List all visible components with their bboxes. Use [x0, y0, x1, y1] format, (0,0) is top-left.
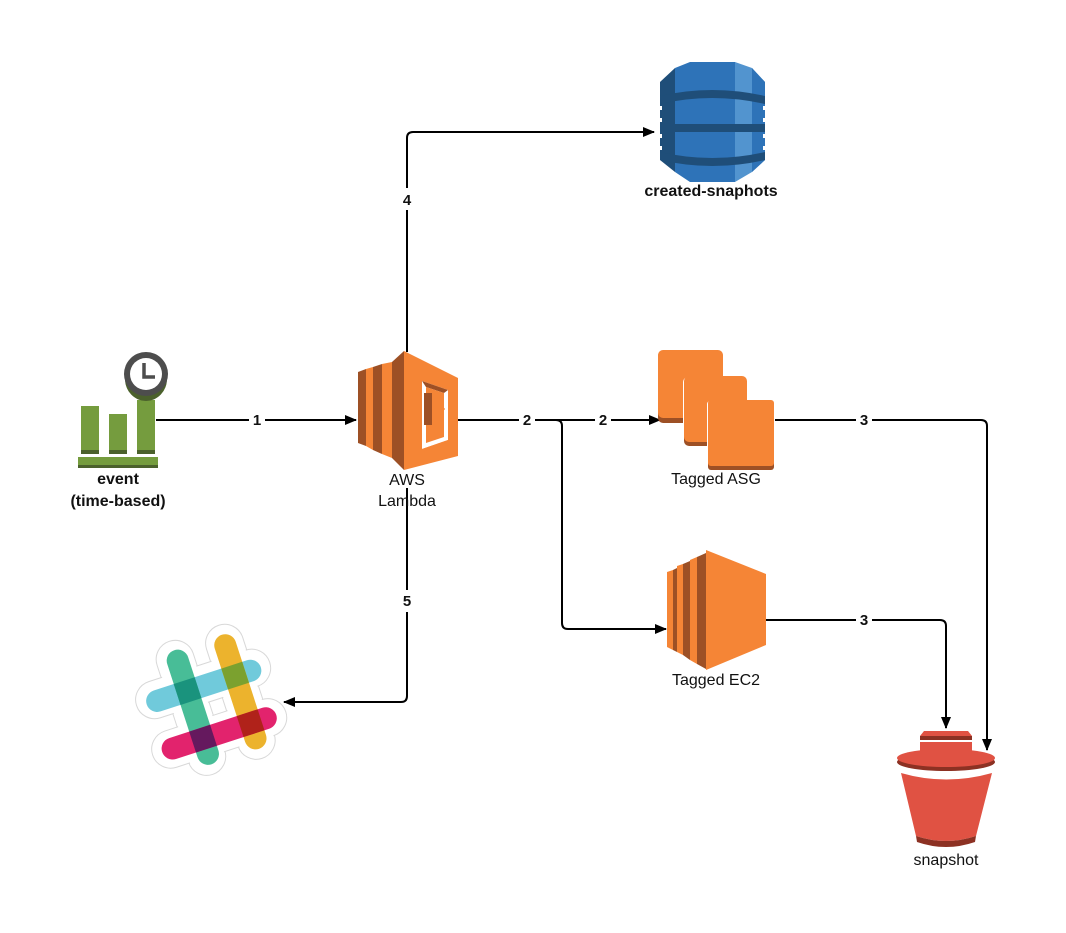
edge-lambda-to-dynamodb	[406, 127, 655, 352]
clock-icon	[124, 352, 168, 401]
dynamodb-table-icon[interactable]	[656, 62, 769, 182]
edge-lambda-to-slack	[283, 488, 408, 707]
lambda-label-line2: Lambda	[378, 493, 436, 510]
lambda-label-line1: AWS	[389, 472, 425, 489]
edge-lambda-to-ec2	[555, 419, 667, 634]
event-label-line1: event	[97, 471, 139, 488]
edge-asg-to-s3	[772, 419, 992, 751]
edge-label-4: 4	[403, 192, 412, 209]
dynamodb-label: created-snaphots	[644, 183, 777, 200]
event-label-line2: (time-based)	[70, 493, 165, 510]
ec2-label: Tagged EC2	[672, 672, 760, 689]
s3-bucket-icon[interactable]	[897, 731, 995, 847]
aws-lambda-icon[interactable]	[358, 351, 458, 470]
auto-scaling-group-icon[interactable]	[658, 350, 775, 471]
edge-label-5: 5	[403, 593, 411, 610]
edge-label-2a: 2	[523, 412, 531, 429]
edge-label-1: 1	[253, 412, 261, 429]
edge-label-3a: 3	[860, 412, 868, 429]
s3-label: snapshot	[914, 852, 979, 869]
edge-ec2-to-s3	[766, 619, 951, 729]
asg-label: Tagged ASG	[671, 471, 761, 488]
cloudwatch-event-icon[interactable]	[78, 352, 168, 468]
ec2-instance-icon[interactable]	[667, 550, 766, 670]
edge-label-2b: 2	[599, 412, 607, 429]
edge-label-3b: 3	[860, 612, 868, 629]
slack-icon[interactable]	[121, 614, 297, 790]
